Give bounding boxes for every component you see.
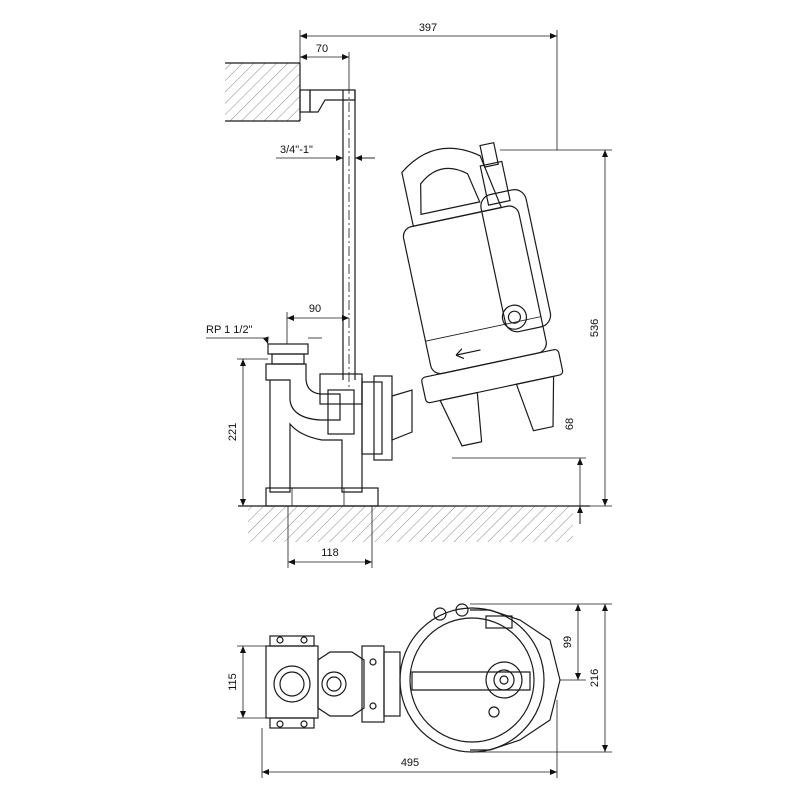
dim-68: 68 <box>452 418 586 524</box>
dim-90-label: 90 <box>309 303 321 315</box>
dim-536: 536 <box>500 149 612 507</box>
dim-115-label: 115 <box>227 673 239 691</box>
dim-115: 115 <box>227 645 266 719</box>
dim-pipe-thread-label: 3/4"-1" <box>280 144 313 156</box>
dim-216-label: 216 <box>589 669 601 687</box>
dim-536-label: 536 <box>589 319 601 337</box>
dim-118-label: 118 <box>321 547 339 559</box>
dim-99: 99 <box>470 603 612 681</box>
wall-bracket <box>299 89 356 113</box>
wall <box>225 62 301 122</box>
dim-99-label: 99 <box>562 636 574 648</box>
dim-495: 495 <box>261 700 558 778</box>
top-pump <box>399 603 561 753</box>
dim-outlet-thread-label: RP 1 1/2" <box>206 324 253 336</box>
dim-221: 221 <box>227 358 268 506</box>
floor <box>238 505 590 542</box>
dim-68-label: 68 <box>564 418 576 430</box>
dim-495-label: 495 <box>401 757 419 769</box>
dim-397: 397 <box>299 22 558 150</box>
dim-90: 90 <box>286 303 349 344</box>
dim-216: 216 <box>470 604 612 753</box>
guide-pipe <box>342 84 356 390</box>
top-coupling-bracket <box>317 645 401 723</box>
dim-118: 118 <box>287 506 373 568</box>
auto-coupling <box>265 343 413 507</box>
top-view: 115 99 216 495 <box>227 603 612 778</box>
top-coupling-foot <box>265 635 319 729</box>
dim-outlet-thread: RP 1 1/2" <box>206 324 322 345</box>
pump-body <box>401 141 564 447</box>
dim-221-label: 221 <box>227 423 239 441</box>
dim-70: 70 <box>300 43 350 84</box>
dim-70-label: 70 <box>316 43 328 55</box>
side-view: 397 70 3/4"-1" 90 RP 1 1/2" <box>206 22 612 568</box>
dim-397-label: 397 <box>419 22 437 34</box>
dim-pipe-thread: 3/4"-1" <box>276 144 375 161</box>
